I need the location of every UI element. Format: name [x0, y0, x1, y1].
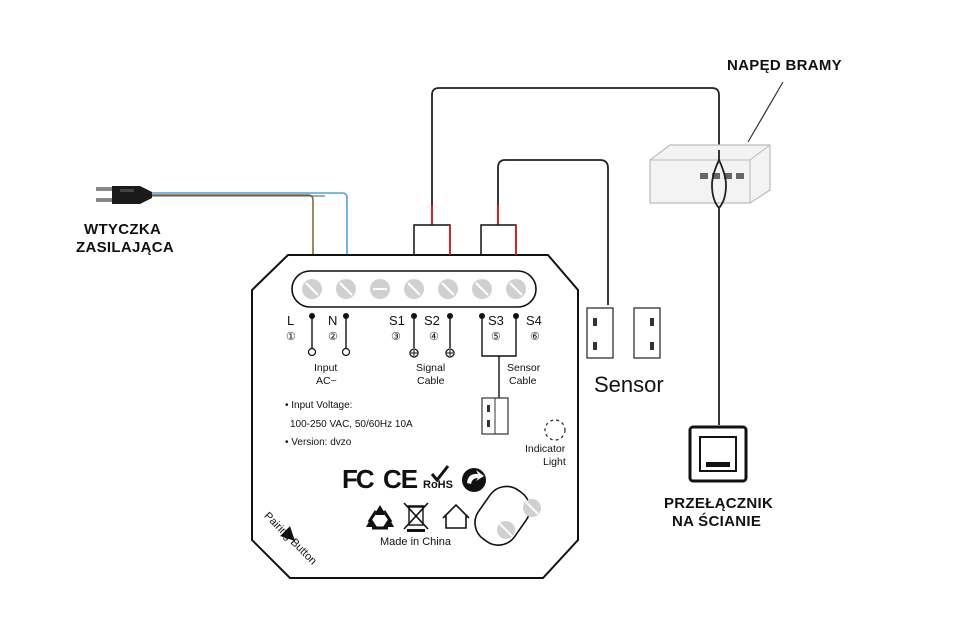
indicator-label-line1: Indicator [525, 443, 566, 455]
terminal-num-1: ① [286, 331, 296, 343]
wall-switch-icon [688, 425, 748, 483]
gate-drive-icon [649, 144, 771, 204]
signal-label-line2: Cable [417, 375, 445, 387]
spec-voltage-heading: • Input Voltage: [285, 400, 353, 411]
power-cord [150, 192, 348, 255]
terminal-s4: S4 [526, 313, 542, 328]
sensor-cable-icon [481, 397, 509, 435]
signal-cable [413, 87, 720, 255]
plug-icon [96, 186, 152, 204]
terminal-num-2: ② [328, 331, 338, 343]
pairing-arrow-icon[interactable] [280, 526, 300, 546]
sensor-cable-label-line2: Cable [509, 375, 537, 387]
input-label-line1: Input [314, 362, 338, 374]
wall-switch-label-line2: NA ŚCIANIE [672, 513, 762, 530]
made-in-label: Made in China [380, 536, 451, 548]
indicator-light-icon [544, 419, 566, 441]
sensor-cable [480, 159, 609, 305]
recycle-icon [366, 505, 394, 530]
plug-label-line1: WTYCZKA [84, 221, 162, 238]
terminal-num-4: ④ [429, 331, 439, 343]
terminal-l: L [287, 313, 295, 328]
terminal-screws [302, 279, 526, 299]
fc-mark: FC [342, 464, 375, 494]
terminal-num-6: ⑥ [530, 331, 540, 343]
gate-drive-leader [747, 81, 784, 143]
home-icon [442, 503, 470, 529]
wall-switch-label-line1: PRZEŁĄCZNIK [664, 495, 774, 512]
terminal-s1: S1 [389, 313, 405, 328]
switch-cable [711, 150, 727, 425]
terminal-leads [307, 313, 519, 398]
spec-version: • Version: dvzo [285, 437, 352, 448]
terminal-s3: S3 [488, 313, 504, 328]
pairing-button-module [474, 485, 541, 546]
rohs-check-icon [430, 465, 450, 483]
rohs-mark: RoHS [423, 479, 453, 491]
indicator-label-line2: Light [543, 456, 566, 468]
sensor-label: Sensor [594, 372, 664, 397]
terminal-num-3: ③ [391, 331, 401, 343]
terminal-s2: S2 [424, 313, 440, 328]
signal-label-line1: Signal [416, 362, 446, 374]
ce-mark: CE [383, 464, 418, 494]
input-label-line2: AC~ [316, 375, 337, 387]
weee-bin-icon [403, 502, 429, 532]
gate-drive-label: NAPĘD BRAMY [727, 57, 842, 74]
external-sensor-icon [586, 307, 661, 359]
sensor-cable-label-line1: Sensor [507, 362, 541, 374]
recycle-arrow-icon [462, 468, 486, 492]
terminal-num-5: ⑤ [491, 331, 501, 343]
spec-voltage-value: 100-250 VAC, 50/60Hz 10A [290, 419, 413, 430]
terminal-n: N [328, 313, 338, 328]
plug-label-line2: ZASILAJĄCA [76, 239, 175, 256]
